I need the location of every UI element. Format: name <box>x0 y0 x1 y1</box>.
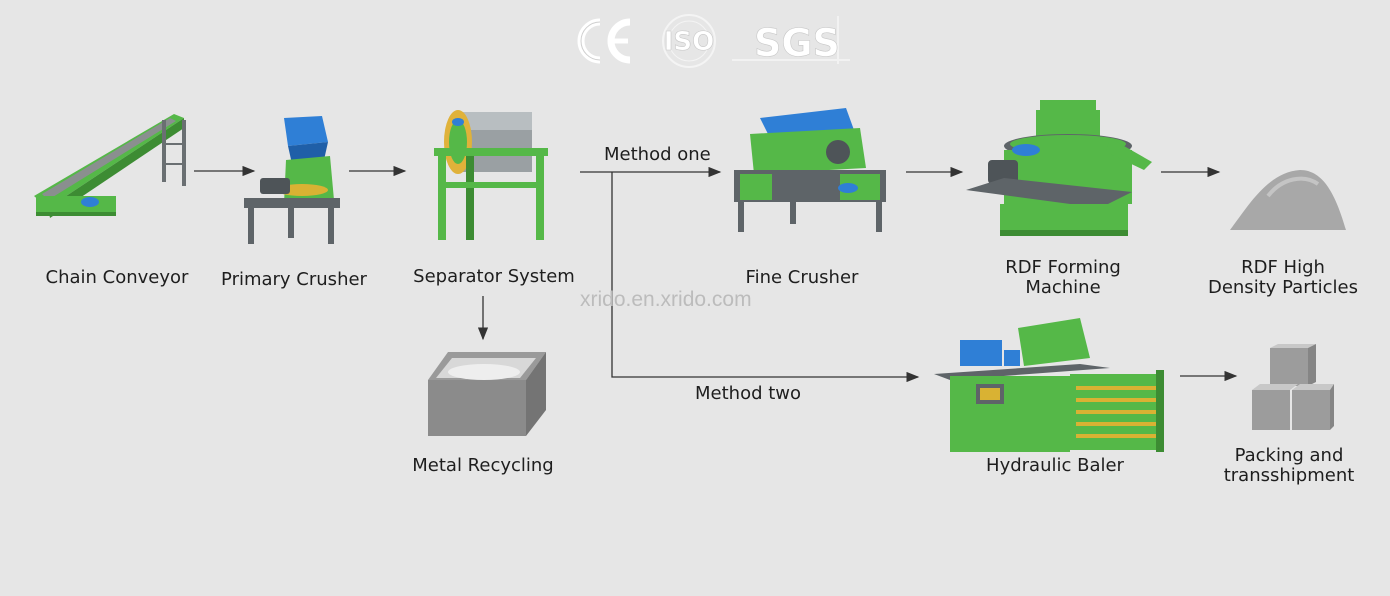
primary-crusher-illustration <box>234 112 352 248</box>
packing-bales-illustration <box>1250 344 1336 432</box>
rdf-forming-machine-label-line2: Machine <box>1025 277 1101 298</box>
rdf-forming-machine-label: RDF Forming Machine <box>990 258 1136 298</box>
ce-mark <box>572 14 636 68</box>
separator-system-label: Separator System <box>413 266 575 287</box>
sgs-text: SGS <box>754 21 840 65</box>
rdf-particles-label-line1: RDF High <box>1241 257 1325 278</box>
rdf-forming-machine-label-line1: RDF Forming <box>1005 257 1121 278</box>
packing-label: Packing and transshipment <box>1214 446 1364 486</box>
fine-crusher-illustration <box>730 104 890 236</box>
rdf-particles-pile-illustration <box>1228 166 1348 232</box>
fine-crusher-label: Fine Crusher <box>745 267 859 288</box>
iso-text: ISO <box>664 27 715 57</box>
separator-system-illustration <box>430 104 552 246</box>
metal-recycling-bin-illustration <box>424 350 548 438</box>
rdf-particles-label: RDF High Density Particles <box>1200 258 1366 298</box>
packing-label-line1: Packing and <box>1234 445 1344 466</box>
arrow-method-two <box>611 172 920 383</box>
chain-conveyor-label: Chain Conveyor <box>45 267 189 288</box>
rdf-particles-label-line2: Density Particles <box>1207 277 1359 298</box>
chain-conveyor-illustration <box>24 104 194 232</box>
rdf-forming-machine-illustration <box>960 98 1156 248</box>
method-one-label: Method one <box>604 144 711 165</box>
primary-crusher-label: Primary Crusher <box>221 269 367 290</box>
watermark: xrido.en.xrido.com <box>580 288 752 311</box>
packing-label-line2: transshipment <box>1223 465 1355 486</box>
method-two-label: Method two <box>695 383 802 404</box>
hydraulic-baler-label: Hydraulic Baler <box>986 455 1124 476</box>
sgs-mark: SGS <box>732 14 852 68</box>
iso-mark: ISO <box>654 14 724 68</box>
hydraulic-baler-illustration <box>930 318 1176 458</box>
metal-recycling-label: Metal Recycling <box>412 455 554 476</box>
